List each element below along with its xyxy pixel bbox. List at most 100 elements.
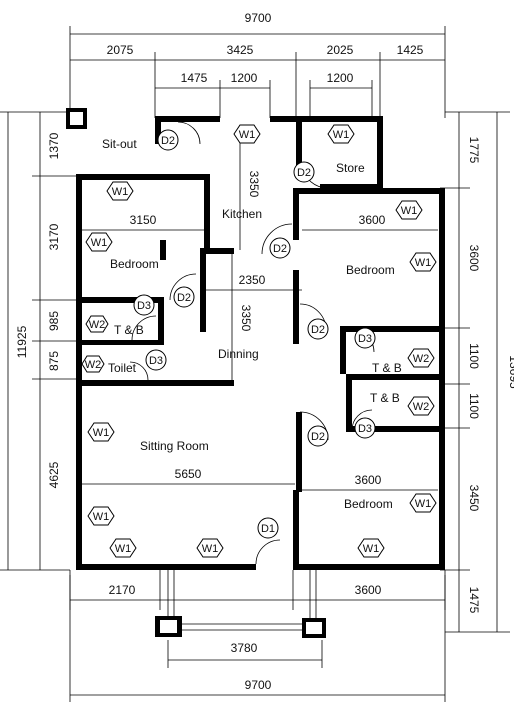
- dim-bottom-total: 9700: [245, 678, 272, 692]
- room-tb1-label: T & B: [114, 323, 144, 337]
- room-tb2-label: T & B: [372, 361, 402, 375]
- room-toilet-label: Toilet: [108, 361, 137, 375]
- dim-bottom-porch: 3780: [231, 641, 258, 655]
- svg-text:D2: D2: [311, 324, 325, 336]
- svg-text:W1: W1: [401, 205, 418, 217]
- dim-top-4: 1425: [397, 43, 424, 57]
- dim-top-2: 3425: [227, 43, 254, 57]
- dim-left-outer: 11925: [15, 325, 29, 358]
- window-tag: W1: [87, 506, 115, 526]
- window-tag: W1: [409, 252, 437, 272]
- svg-text:D3: D3: [149, 355, 163, 367]
- room-bedroom3-label: Bedroom: [344, 497, 393, 511]
- window-tag: W1: [106, 181, 134, 201]
- dimension-lines: [0, 26, 510, 702]
- dim-right-6: 1475: [467, 587, 481, 614]
- svg-text:W1: W1: [415, 498, 432, 510]
- door-tag: D3: [354, 327, 376, 349]
- svg-text:D3: D3: [358, 333, 372, 345]
- window-tag: W1: [327, 124, 355, 144]
- dim-right-outer: 13695: [507, 355, 514, 389]
- dim-interior-bedroom2: 3600: [359, 213, 386, 227]
- dim-right-5: 3450: [467, 485, 481, 512]
- window-tag: W1: [85, 232, 113, 252]
- window-tag: W1: [395, 200, 423, 220]
- window-tag: W2: [81, 355, 105, 373]
- dim-left-1: 1370: [47, 132, 61, 159]
- room-bedroom2-label: Bedroom: [346, 263, 395, 277]
- svg-text:W1: W1: [93, 427, 110, 439]
- svg-text:W2: W2: [85, 359, 102, 371]
- door-tag: D2: [173, 286, 195, 308]
- door-tag: D2: [269, 237, 291, 259]
- svg-text:W1: W1: [202, 543, 219, 555]
- door-tag: D2: [157, 129, 179, 151]
- svg-text:D3: D3: [137, 300, 151, 312]
- dim-interior-kitchen: 3350: [247, 171, 261, 198]
- dim-top-total: 9700: [245, 11, 272, 25]
- dim-top-3: 2025: [327, 43, 354, 57]
- svg-text:D2: D2: [311, 431, 325, 443]
- door-tag: D1: [257, 517, 279, 539]
- window-tag: W1: [357, 538, 385, 558]
- room-tb3-label: T & B: [370, 391, 400, 405]
- svg-text:W1: W1: [91, 237, 108, 249]
- svg-text:D2: D2: [161, 135, 175, 147]
- dim-bottom-2: 3600: [355, 583, 382, 597]
- svg-text:W1: W1: [239, 129, 256, 141]
- door-tag: D3: [145, 349, 167, 371]
- window-tag: W2: [85, 315, 109, 333]
- svg-text:W2: W2: [413, 353, 430, 365]
- room-kitchen-label: Kitchen: [222, 207, 262, 221]
- room-dinning-label: Dinning: [218, 347, 259, 361]
- svg-text:W1: W1: [93, 511, 110, 523]
- room-sitting-label: Sitting Room: [140, 439, 209, 453]
- dim-top-1: 2075: [107, 43, 134, 57]
- svg-text:W1: W1: [363, 543, 380, 555]
- svg-text:D1: D1: [261, 523, 275, 535]
- window-tag: W1: [409, 493, 437, 513]
- dim-right-1: 1775: [467, 137, 481, 164]
- dim-bottom-1: 2170: [109, 583, 136, 597]
- dim-interior-bedroom3: 3600: [355, 473, 382, 487]
- dim-right-3: 1100: [467, 343, 481, 369]
- svg-text:W1: W1: [415, 257, 432, 269]
- dim-right-2: 3600: [467, 245, 481, 272]
- svg-text:D2: D2: [297, 167, 311, 179]
- door-tag: D2: [307, 425, 329, 447]
- window-tag: W1: [233, 124, 261, 144]
- room-bedroom1-label: Bedroom: [110, 257, 159, 271]
- svg-text:W2: W2: [413, 401, 430, 413]
- dim-top-inner-1: 1475: [181, 71, 208, 85]
- svg-text:W2: W2: [89, 319, 106, 331]
- dim-left-4: 875: [47, 351, 61, 371]
- dimension-text: 9700 2075 3425 2025 1425 1475 1200 1200 …: [15, 11, 514, 692]
- door-tags: D2 D2 D2 D2 D3 D3 D2 D3 D2 D3 D1: [133, 129, 376, 539]
- svg-text:W1: W1: [115, 543, 132, 555]
- window-tag: W2: [407, 396, 435, 416]
- svg-text:W1: W1: [112, 186, 129, 198]
- dim-left-2: 3170: [47, 223, 61, 250]
- window-tag: W1: [196, 538, 224, 558]
- dim-top-inner-2: 1200: [231, 71, 258, 85]
- room-store-label: Store: [336, 161, 365, 175]
- door-tag: D2: [307, 318, 329, 340]
- window-tag: W1: [87, 422, 115, 442]
- dim-interior-bedroom1: 3150: [130, 213, 157, 227]
- window-tag: W1: [109, 538, 137, 558]
- room-sitout-label: Sit-out: [102, 137, 137, 151]
- door-tag: D3: [133, 294, 155, 316]
- door-tag: D3: [354, 417, 376, 439]
- dim-top-inner-3: 1200: [327, 71, 354, 85]
- post-core: [70, 112, 83, 125]
- dim-interior-dinning-w: 2350: [239, 273, 266, 287]
- dim-right-4: 1100: [467, 393, 481, 419]
- dim-interior-sitting: 5650: [175, 467, 202, 481]
- dim-interior-dinning-h: 3350: [239, 305, 253, 332]
- window-tags: W1 W1 W1 W1 W1 W1 W2 W2 W2 W2 W1 W1 W1 W…: [81, 124, 437, 558]
- svg-text:D3: D3: [358, 423, 372, 435]
- svg-text:W1: W1: [333, 129, 350, 141]
- door-tag: D2: [293, 161, 315, 183]
- dim-left-5: 4625: [47, 461, 61, 488]
